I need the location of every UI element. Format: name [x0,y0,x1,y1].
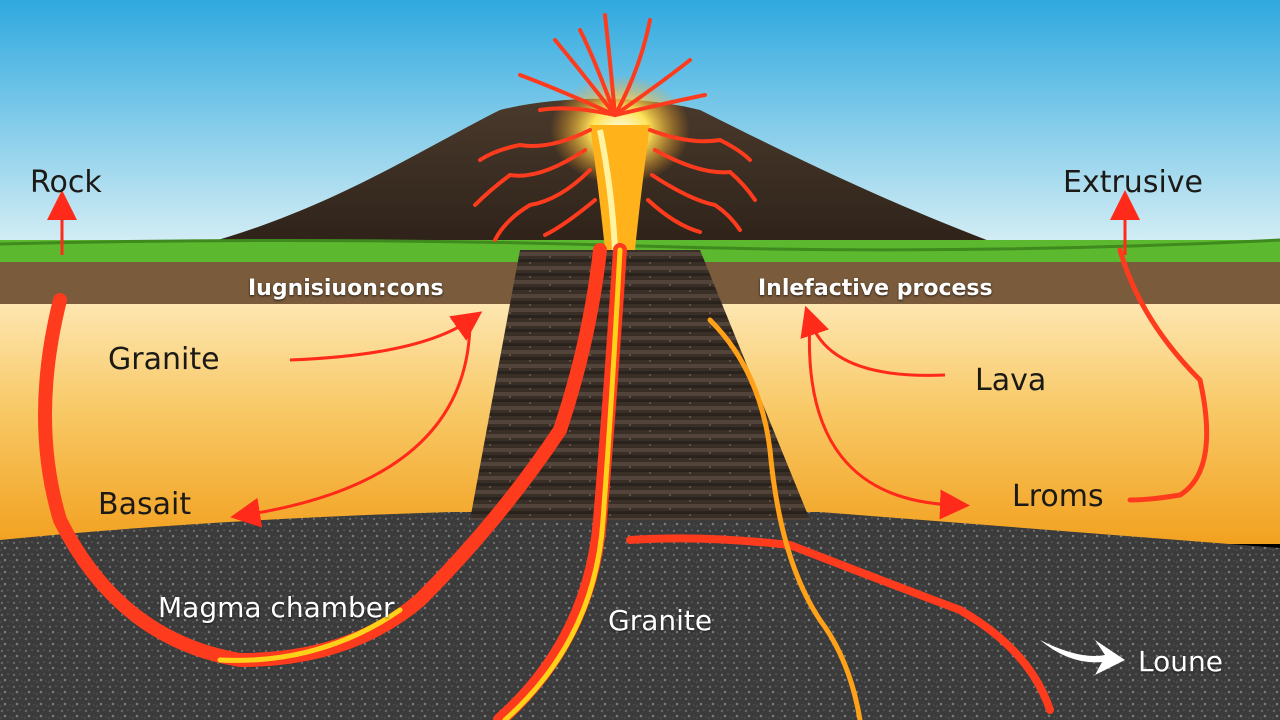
label-lroms: Lroms [1012,479,1104,514]
mantle-layer [0,512,1280,720]
label-granite-bottom: Granite [608,604,713,637]
eruption-sparks [518,13,707,117]
label-magma-chamber: Magma chamber [158,591,395,624]
label-granite-left: Granite [108,342,220,377]
arrow-granite-to-strip [289,311,483,362]
label-strip-right: Inlefactive process [758,276,993,301]
process-arrows [47,190,1140,528]
label-loune: Loune [1138,645,1223,678]
loune-arrow [1040,640,1125,675]
conduit-rock [470,250,810,520]
label-basalt: Basait [98,487,192,522]
lava-veins [473,128,757,242]
magma-channels [38,243,1210,720]
arrow-strip-to-basalt [230,319,472,528]
label-extrusive: Extrusive [1063,165,1203,200]
arrow-strip-to-lroms [807,319,970,520]
label-rock: Rock [30,165,102,200]
arrow-lava-to-strip [800,305,946,377]
label-lava: Lava [975,363,1047,398]
label-strip-left: Iugnisiuon:cons [248,276,444,301]
